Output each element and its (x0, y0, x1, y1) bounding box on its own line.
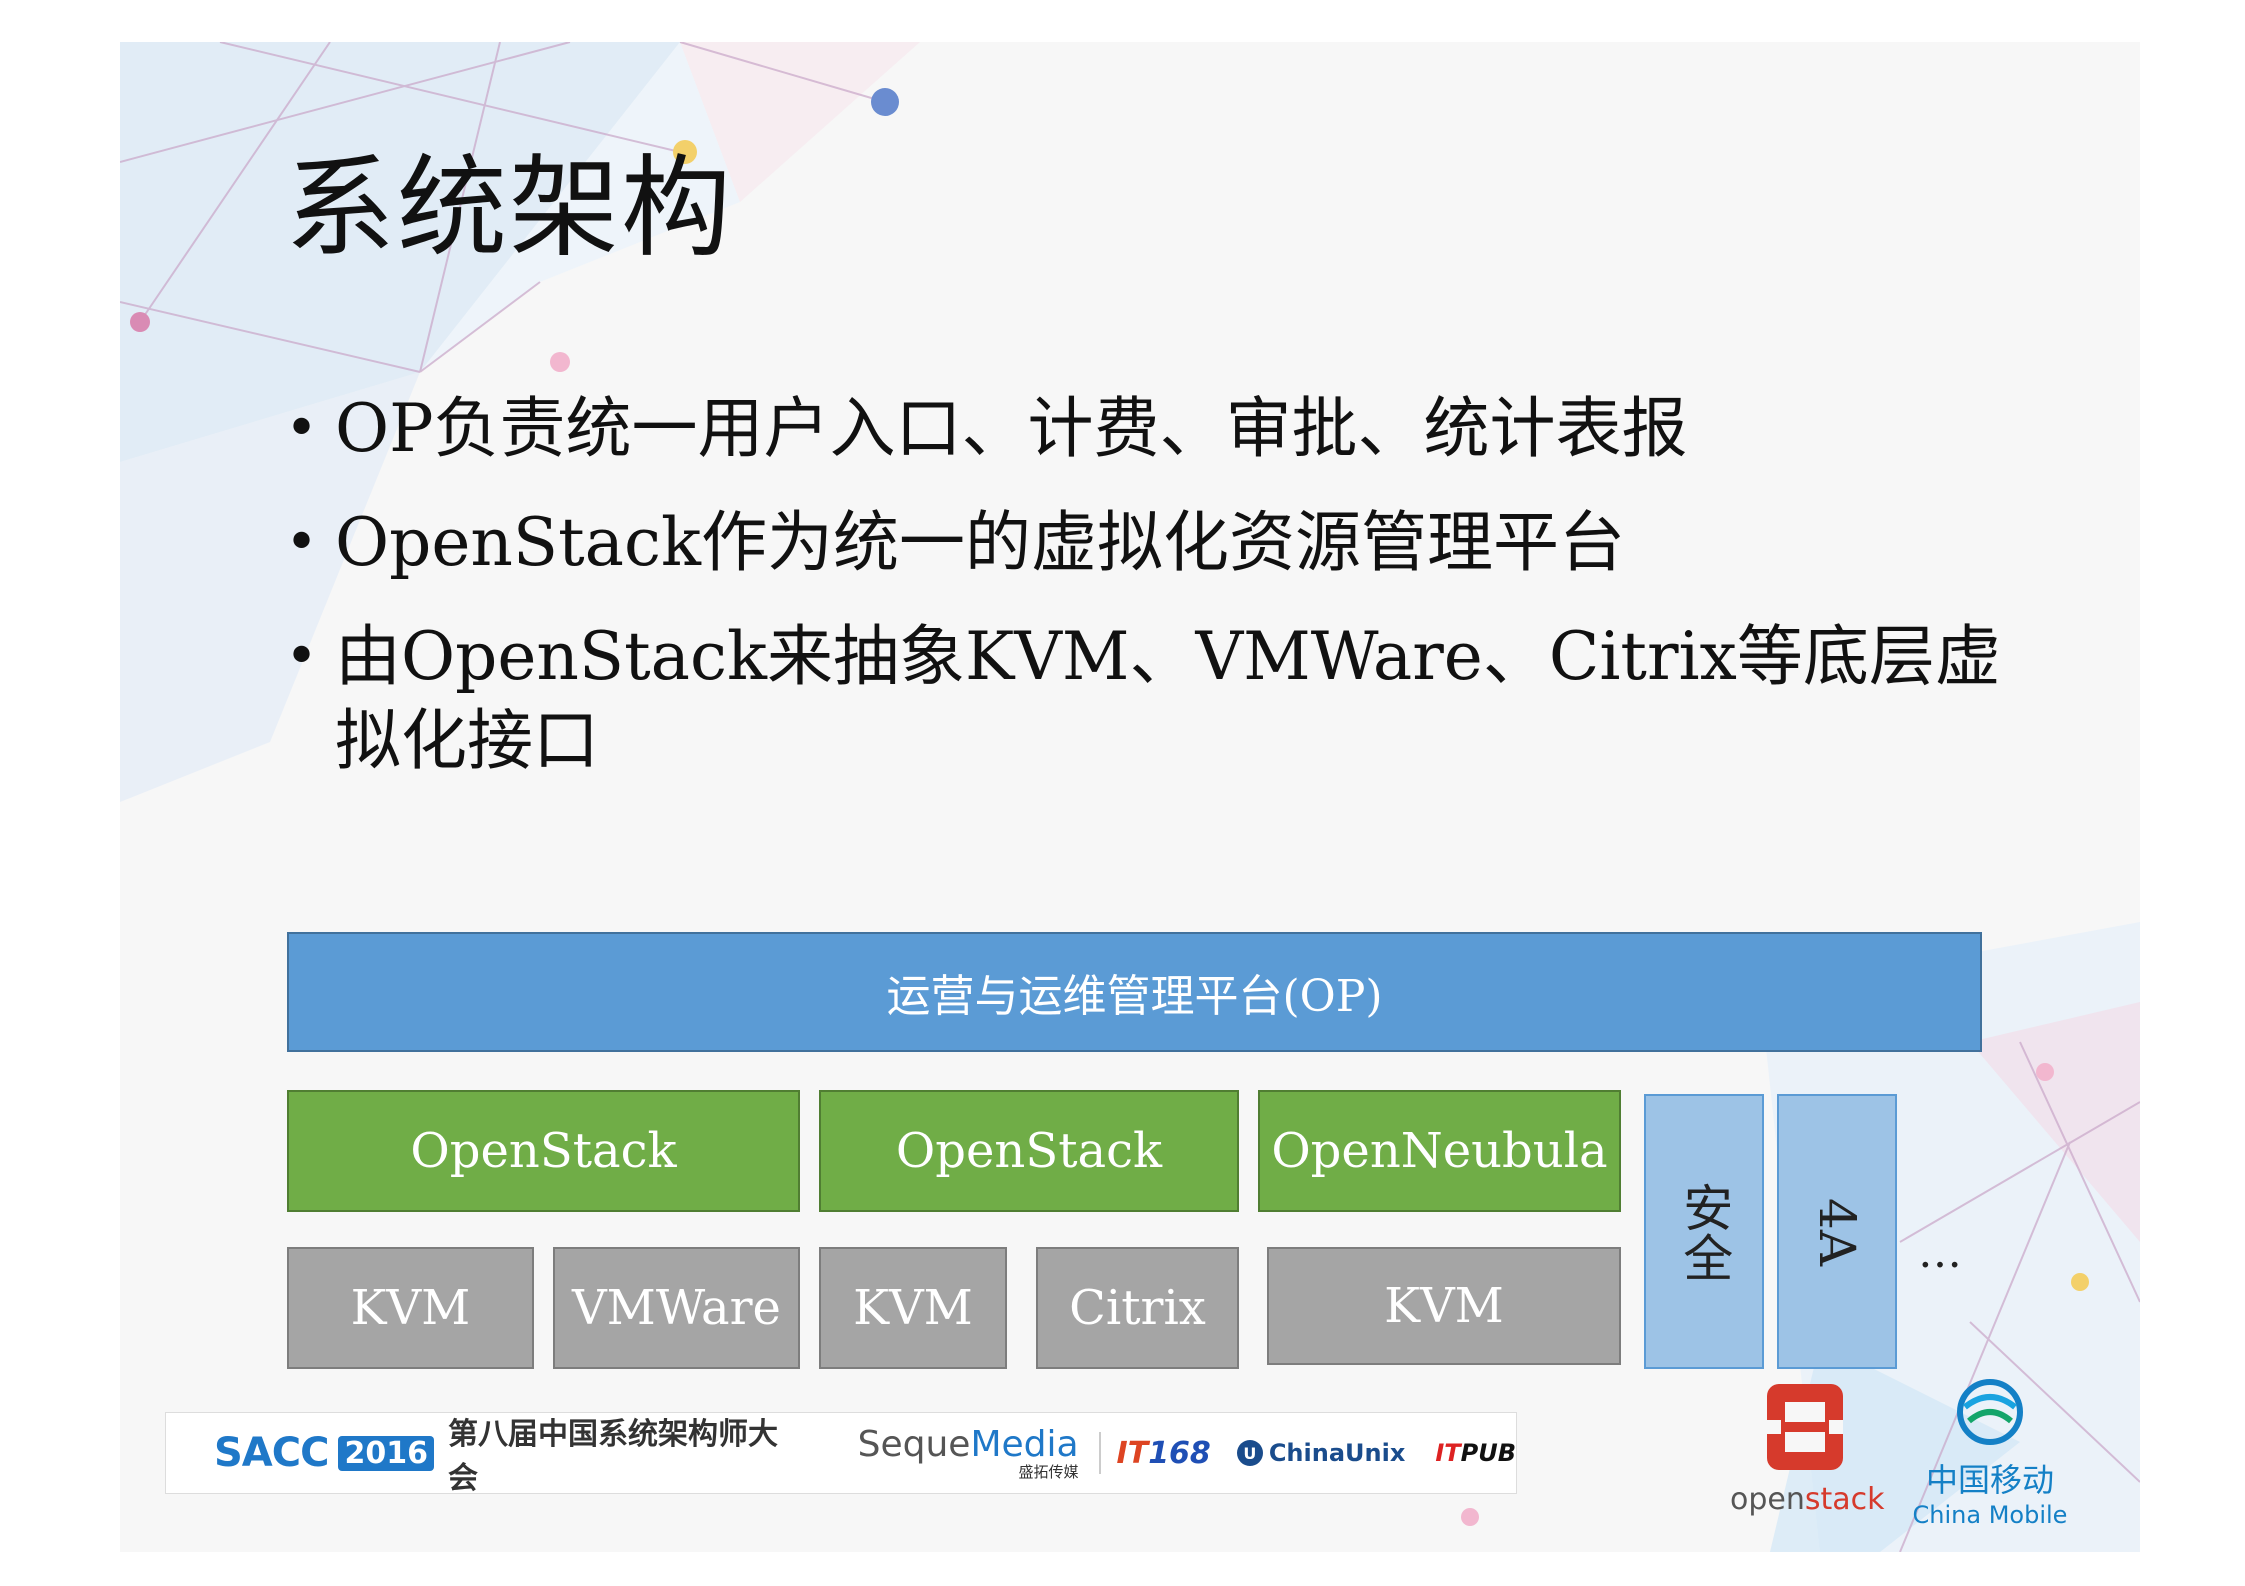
sacc-logo: SACC (214, 1430, 329, 1476)
bullet-text: OP负责统一用户入口、计费、审批、统计表报 (335, 390, 1688, 467)
it168-logo-part: IT (1116, 1435, 1149, 1471)
logo-divider (1098, 1432, 1101, 1474)
it168-logo-part: 168 (1148, 1435, 1211, 1471)
sequemedia-subtitle: 盛拓传媒 (1018, 1462, 1079, 1481)
itpub-logo: ITPUB (1435, 1439, 1516, 1467)
sponsor-banner: SACC 2016 第八届中国系统架构师大会 SequeMedia 盛拓传媒 I… (165, 1412, 1517, 1494)
security-box: 安全 (1644, 1094, 1764, 1369)
bullet-text: 由OpenStack来抽象KVM、VMWare、Citrix等底层虚拟化接口 (335, 618, 2001, 779)
openstack-logo: openstack (1730, 1382, 1885, 1542)
chinaunix-icon: U (1236, 1440, 1263, 1466)
sacc-year-badge: 2016 (338, 1435, 434, 1471)
bullet-item: • OP负责统一用户入口、计费、审批、统计表报 (285, 387, 2105, 471)
openstack-wordmark: openstack (1730, 1482, 1885, 1517)
more-ellipsis: … (1918, 1227, 1962, 1278)
chinaunix-logo: U ChinaUnix (1236, 1439, 1406, 1467)
bullet-text: OpenStack作为统一的虚拟化资源管理平台 (335, 504, 1625, 581)
openstack-wordmark-part: open (1730, 1482, 1805, 1517)
china-mobile-en: China Mobile (1912, 1501, 2068, 1529)
openstack-cube-icon (1767, 1384, 1843, 1470)
bullet-icon: • (285, 396, 319, 461)
openstack-box: OpenStack (287, 1090, 800, 1212)
slide: 系统架构 • OP负责统一用户入口、计费、审批、统计表报 • OpenStack… (120, 42, 2140, 1552)
it168-logo: IT168 (1117, 1436, 1211, 1471)
sequemedia-logo-part: Seque (857, 1423, 971, 1465)
conference-name: 第八届中国系统架构师大会 (447, 1417, 778, 1494)
itpub-logo-part: IT (1435, 1439, 1461, 1467)
openstack-wordmark-part: stack (1804, 1482, 1885, 1517)
kvm-box: KVM (1267, 1247, 1621, 1365)
background-decoration (120, 42, 2140, 1552)
op-platform-box: 运营与运维管理平台(OP) (287, 932, 1982, 1052)
bullet-icon: • (285, 624, 319, 689)
slide-title: 系统架构 (285, 144, 733, 272)
4a-box: 4A (1777, 1094, 1897, 1369)
kvm-box: KVM (287, 1247, 534, 1369)
chinaunix-text: ChinaUnix (1268, 1439, 1406, 1467)
openstack-box: OpenStack (819, 1090, 1239, 1212)
security-label: 安全 (1675, 1181, 1734, 1282)
itpub-logo-part: PUB (1460, 1439, 1516, 1467)
bullet-item: • OpenStack作为统一的虚拟化资源管理平台 (285, 501, 2105, 585)
bullet-item: • 由OpenStack来抽象KVM、VMWare、Citrix等底层虚拟化接口 (285, 615, 2105, 783)
4a-label: 4A (1807, 1197, 1866, 1266)
kvm-box: KVM (819, 1247, 1007, 1369)
china-mobile-logo: 中国移动 China Mobile (1900, 1377, 2080, 1529)
citrix-box: Citrix (1036, 1247, 1239, 1369)
vmware-box: VMWare (553, 1247, 800, 1369)
bullet-icon: • (285, 510, 319, 575)
openneubula-box: OpenNeubula (1258, 1090, 1621, 1212)
china-mobile-swirl-icon (1957, 1379, 2023, 1445)
sequemedia-logo-part: Media (970, 1423, 1079, 1465)
sequemedia-logo: SequeMedia 盛拓传媒 (857, 1423, 1079, 1481)
bullet-list: • OP负责统一用户入口、计费、审批、统计表报 • OpenStack作为统一的… (285, 387, 2105, 813)
china-mobile-zh: 中国移动 (1925, 1461, 2054, 1499)
